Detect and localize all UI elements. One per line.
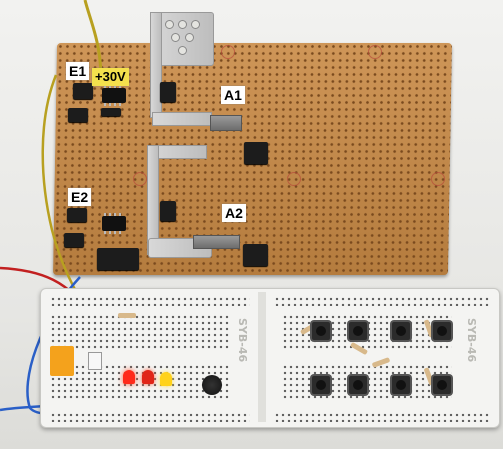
breadboard xyxy=(40,288,500,428)
bb-rail-bottom-right xyxy=(274,412,490,422)
smd-transistor-top-1 xyxy=(73,83,93,99)
label-a2: A2 xyxy=(222,204,246,222)
board-mark xyxy=(431,172,445,186)
bb-grid-left-bottom xyxy=(50,364,230,400)
smd-part-top xyxy=(101,108,121,116)
orange-capacitor xyxy=(50,346,74,376)
board-mark xyxy=(221,45,235,59)
ic-optocoupler-bottom xyxy=(102,213,126,234)
pushbutton-2 xyxy=(349,322,367,340)
bracket-hole xyxy=(191,20,200,29)
bb-rail-top-left xyxy=(50,296,250,306)
smd-transistor-bottom-2 xyxy=(64,233,84,247)
label-e1: E1 xyxy=(66,62,90,80)
small-chip-white xyxy=(88,352,102,370)
bracket-hole xyxy=(178,20,187,29)
board-mark xyxy=(368,45,382,59)
potentiometer xyxy=(202,375,222,395)
power-transistor-top xyxy=(160,82,176,102)
board-mark xyxy=(287,172,301,186)
power-transistor-bottom xyxy=(160,201,176,221)
led-yellow xyxy=(160,372,172,386)
ic-optocoupler-top xyxy=(102,85,126,106)
board-mark xyxy=(133,172,147,186)
label-voltage: +30V xyxy=(92,68,129,86)
smd-chip-right-bottom xyxy=(243,244,268,266)
led-red-2 xyxy=(142,370,154,384)
pushbutton-5 xyxy=(312,376,330,394)
label-a1: A1 xyxy=(221,86,245,104)
pushbutton-4 xyxy=(433,322,451,340)
smd-transistor-bottom-1 xyxy=(67,208,87,222)
output-connector-a2 xyxy=(193,235,240,249)
bracket-hole xyxy=(165,20,174,29)
bracket-hole xyxy=(178,46,187,55)
bracket-hole xyxy=(171,33,180,42)
bb-grid-left-top xyxy=(50,314,230,350)
output-connector-a1 xyxy=(210,115,242,131)
pushbutton-6 xyxy=(349,376,367,394)
bb-rail-bottom-left xyxy=(50,412,250,422)
pushbutton-3 xyxy=(392,322,410,340)
pushbutton-7 xyxy=(392,376,410,394)
pushbutton-1 xyxy=(312,322,330,340)
smd-transistor-top-2 xyxy=(68,108,88,122)
pushbutton-8 xyxy=(433,376,451,394)
bb-center-divider xyxy=(258,292,266,422)
smd-large-chip-bottom xyxy=(97,248,139,270)
bb-marking-right: SYB-46 xyxy=(465,318,478,363)
bb-rail-top-right xyxy=(274,296,490,306)
led-red-1 xyxy=(123,370,135,384)
resistor xyxy=(118,313,136,318)
bracket-hole xyxy=(185,33,194,42)
label-e2: E2 xyxy=(68,188,92,206)
smd-chip-right-top xyxy=(244,142,268,164)
bb-marking-left: SYB-46 xyxy=(236,318,249,363)
